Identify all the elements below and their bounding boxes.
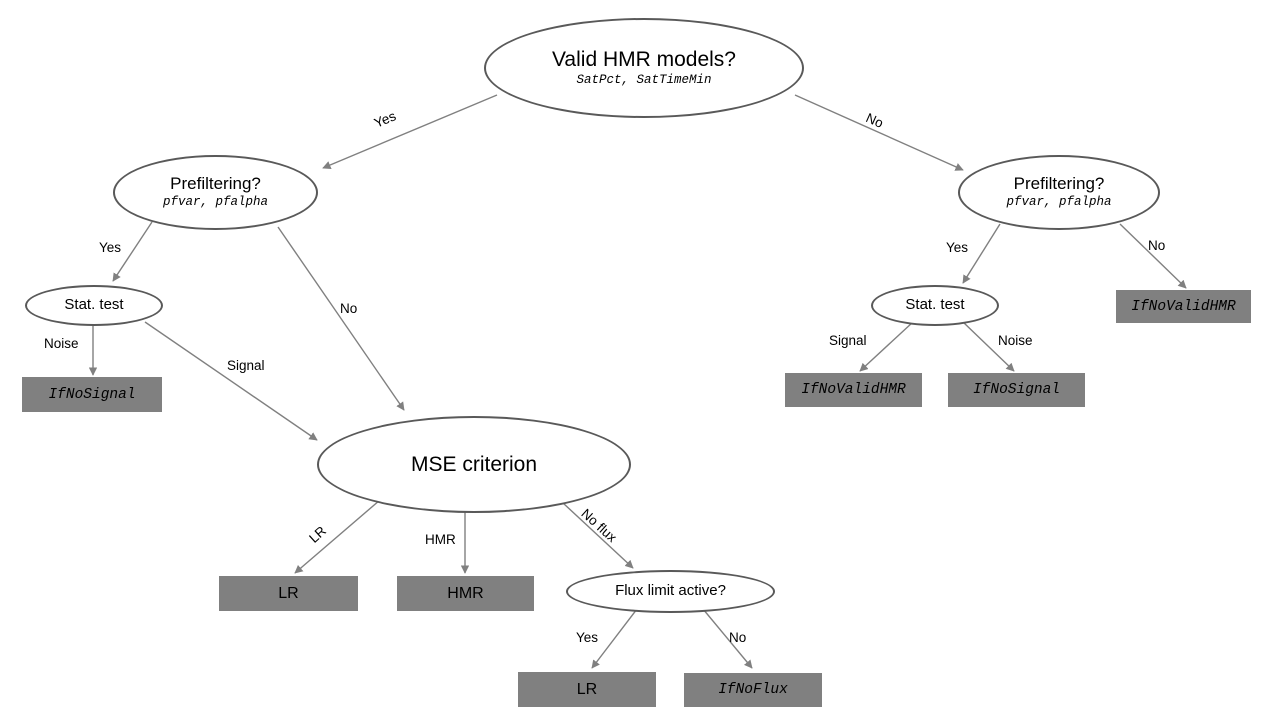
node-flux-limit-active[interactable]: Flux limit active? bbox=[566, 570, 775, 613]
terminal-lr-mse[interactable]: LR bbox=[219, 576, 358, 611]
edge-flux-limit-to-lr bbox=[591, 608, 638, 669]
node-valid-hmr-models-params: SatPct, SatTimeMin bbox=[576, 73, 712, 88]
edge-label-flux-yes: Yes bbox=[576, 630, 599, 645]
edge-label-flux-no: No bbox=[729, 630, 747, 645]
edge-label-mse-lr: LR bbox=[306, 523, 330, 546]
node-prefiltering-right-label: Prefiltering? bbox=[1013, 173, 1105, 193]
terminal-if-no-flux-label: IfNoFlux bbox=[718, 682, 788, 698]
terminal-if-no-signal-right[interactable]: IfNoSignal bbox=[948, 373, 1085, 407]
terminal-if-no-signal-left[interactable]: IfNoSignal bbox=[22, 377, 162, 412]
edge-label-stat-test-left-signal: Signal bbox=[227, 358, 265, 373]
node-flux-limit-active-label: Flux limit active? bbox=[615, 582, 726, 600]
edge-label-prefilter-left-yes: Yes bbox=[99, 240, 122, 255]
node-valid-hmr-models[interactable]: Valid HMR models? SatPct, SatTimeMin bbox=[484, 18, 804, 118]
node-prefiltering-right-params: pfvar, pfalpha bbox=[1006, 195, 1112, 210]
node-mse-criterion[interactable]: MSE criterion bbox=[317, 416, 631, 513]
terminal-if-no-valid-hmr-far-right-label: IfNoValidHMR bbox=[1131, 298, 1236, 315]
node-prefiltering-left[interactable]: Prefiltering? pfvar, pfalpha bbox=[113, 155, 318, 230]
terminal-if-no-valid-hmr-right-label: IfNoValidHMR bbox=[801, 382, 906, 398]
edge-label-prefilter-left-no: No bbox=[340, 301, 358, 316]
edge-label-stat-test-right-noise: Noise bbox=[998, 333, 1033, 348]
terminal-if-no-signal-right-label: IfNoSignal bbox=[972, 382, 1060, 398]
terminal-hmr-mse-label: HMR bbox=[447, 584, 484, 602]
terminal-if-no-valid-hmr-far-right[interactable]: IfNoValidHMR bbox=[1116, 290, 1251, 323]
edge-root-to-prefilter-left bbox=[322, 94, 498, 169]
edge-prefilter-left-to-mse bbox=[277, 226, 405, 411]
node-prefiltering-left-label: Prefiltering? bbox=[170, 173, 261, 193]
edge-prefilter-right-to-if-no-valid-hmr bbox=[1119, 223, 1187, 289]
node-stat-test-right[interactable]: Stat. test bbox=[871, 285, 999, 326]
edge-prefilter-right-to-stat-test bbox=[962, 223, 1001, 284]
edge-stat-test-right-to-if-no-valid-hmr bbox=[859, 321, 914, 372]
edge-label-root-no: No bbox=[863, 110, 886, 131]
node-stat-test-right-label: Stat. test bbox=[905, 296, 965, 314]
terminal-if-no-flux[interactable]: IfNoFlux bbox=[684, 673, 822, 707]
terminal-lr-flux-label: LR bbox=[576, 680, 598, 698]
edge-label-mse-hmr: HMR bbox=[425, 532, 456, 547]
node-mse-criterion-label: MSE criterion bbox=[410, 452, 538, 476]
edge-label-mse-no-flux: No flux bbox=[578, 505, 620, 546]
edge-label-stat-test-left-noise: Noise bbox=[44, 336, 79, 351]
edge-label-prefilter-right-no: No bbox=[1148, 238, 1166, 253]
node-prefiltering-right[interactable]: Prefiltering? pfvar, pfalpha bbox=[958, 155, 1160, 230]
node-stat-test-left[interactable]: Stat. test bbox=[25, 285, 163, 326]
terminal-lr-flux[interactable]: LR bbox=[518, 672, 656, 707]
edge-label-prefilter-right-yes: Yes bbox=[946, 240, 969, 255]
terminal-if-no-signal-left-label: IfNoSignal bbox=[48, 386, 136, 403]
terminal-lr-mse-label: LR bbox=[278, 584, 299, 602]
edge-label-stat-test-right-signal: Signal bbox=[829, 333, 867, 348]
terminal-hmr-mse[interactable]: HMR bbox=[397, 576, 534, 611]
terminal-if-no-valid-hmr-right[interactable]: IfNoValidHMR bbox=[785, 373, 922, 407]
node-valid-hmr-models-label: Valid HMR models? bbox=[551, 47, 736, 71]
edge-root-to-prefilter-right bbox=[794, 94, 964, 171]
edge-label-root-yes: Yes bbox=[371, 108, 399, 131]
node-stat-test-left-label: Stat. test bbox=[64, 296, 124, 314]
edge-stat-test-left-to-mse bbox=[144, 321, 318, 441]
node-prefiltering-left-params: pfvar, pfalpha bbox=[162, 195, 269, 210]
